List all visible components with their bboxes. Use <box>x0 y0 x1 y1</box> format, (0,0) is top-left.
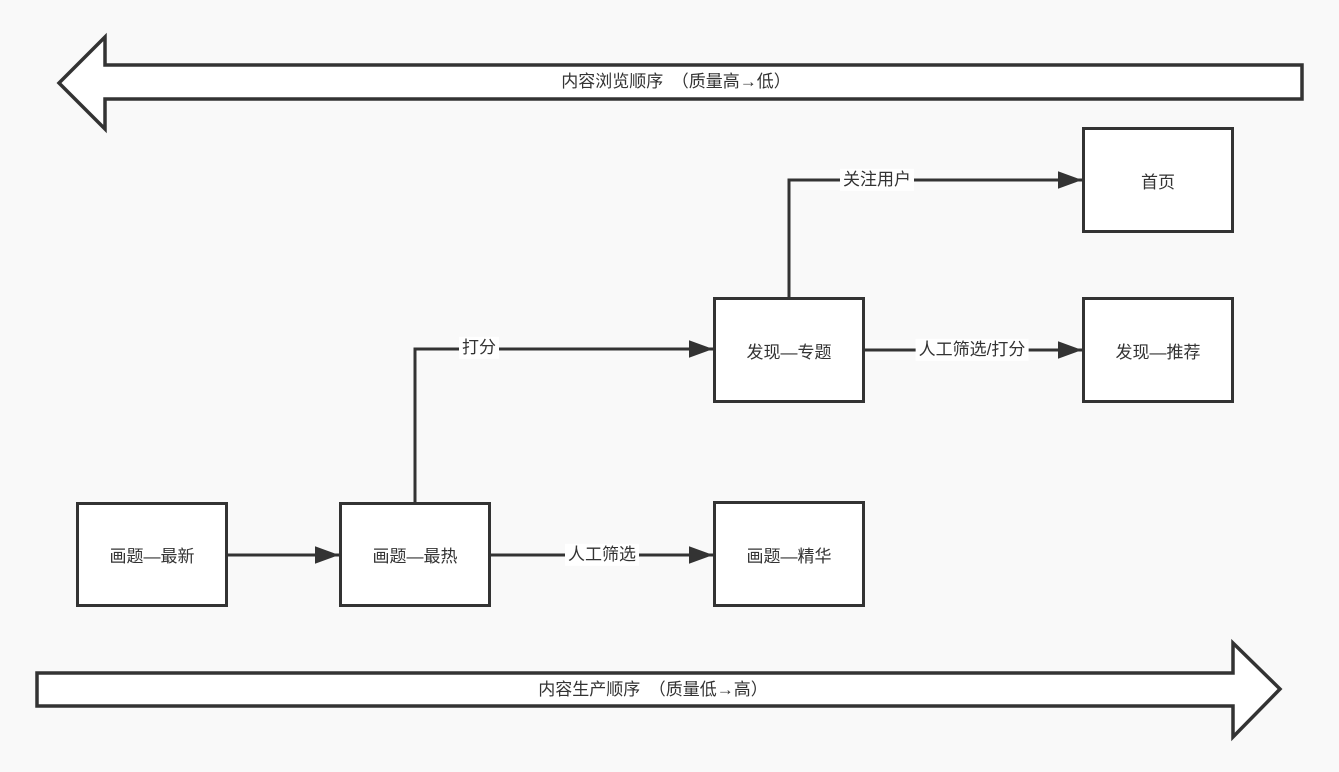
edge-label-rengongshaixuan-dafen: 人工筛选/打分 <box>915 338 1029 362</box>
edge-label-dafen: 打分 <box>459 336 499 360</box>
node-faxian-tuijian[interactable]: 发现—推荐 <box>1082 297 1234 403</box>
bottom-banner-label: 内容生产顺序 （质量低→高） <box>538 679 768 699</box>
node-huati-jinghua[interactable]: 画题—精华 <box>713 501 865 607</box>
edge-zhuanti-to-shouye <box>787 171 1082 297</box>
top-banner-arrow <box>56 32 1304 134</box>
edge-zuire-to-zhuanti <box>413 340 713 502</box>
node-shouye[interactable]: 首页 <box>1082 127 1234 233</box>
node-huati-zuire-label: 画题—最热 <box>372 547 458 566</box>
node-faxian-tuijian-label: 发现—推荐 <box>1115 342 1201 362</box>
node-faxian-zhuanti[interactable]: 发现—专题 <box>713 297 865 403</box>
bottom-banner-arrow <box>35 638 1283 742</box>
node-huati-zuixin[interactable]: 画题—最新 <box>76 502 228 607</box>
top-banner-label: 内容浏览顺序 （质量高→低） <box>561 71 791 91</box>
node-huati-zuire[interactable]: 画题—最热 <box>339 502 491 607</box>
edge-label-guanzhuyonghu: 关注用户 <box>840 168 914 192</box>
node-huati-jinghua-label: 画题—精华 <box>746 546 832 566</box>
node-shouye-label: 首页 <box>1141 172 1175 192</box>
node-huati-zuixin-label: 画题—最新 <box>109 547 195 566</box>
edge-label-rengongshaixuan: 人工筛选 <box>565 543 639 567</box>
node-faxian-zhuanti-label: 发现—专题 <box>746 342 832 362</box>
